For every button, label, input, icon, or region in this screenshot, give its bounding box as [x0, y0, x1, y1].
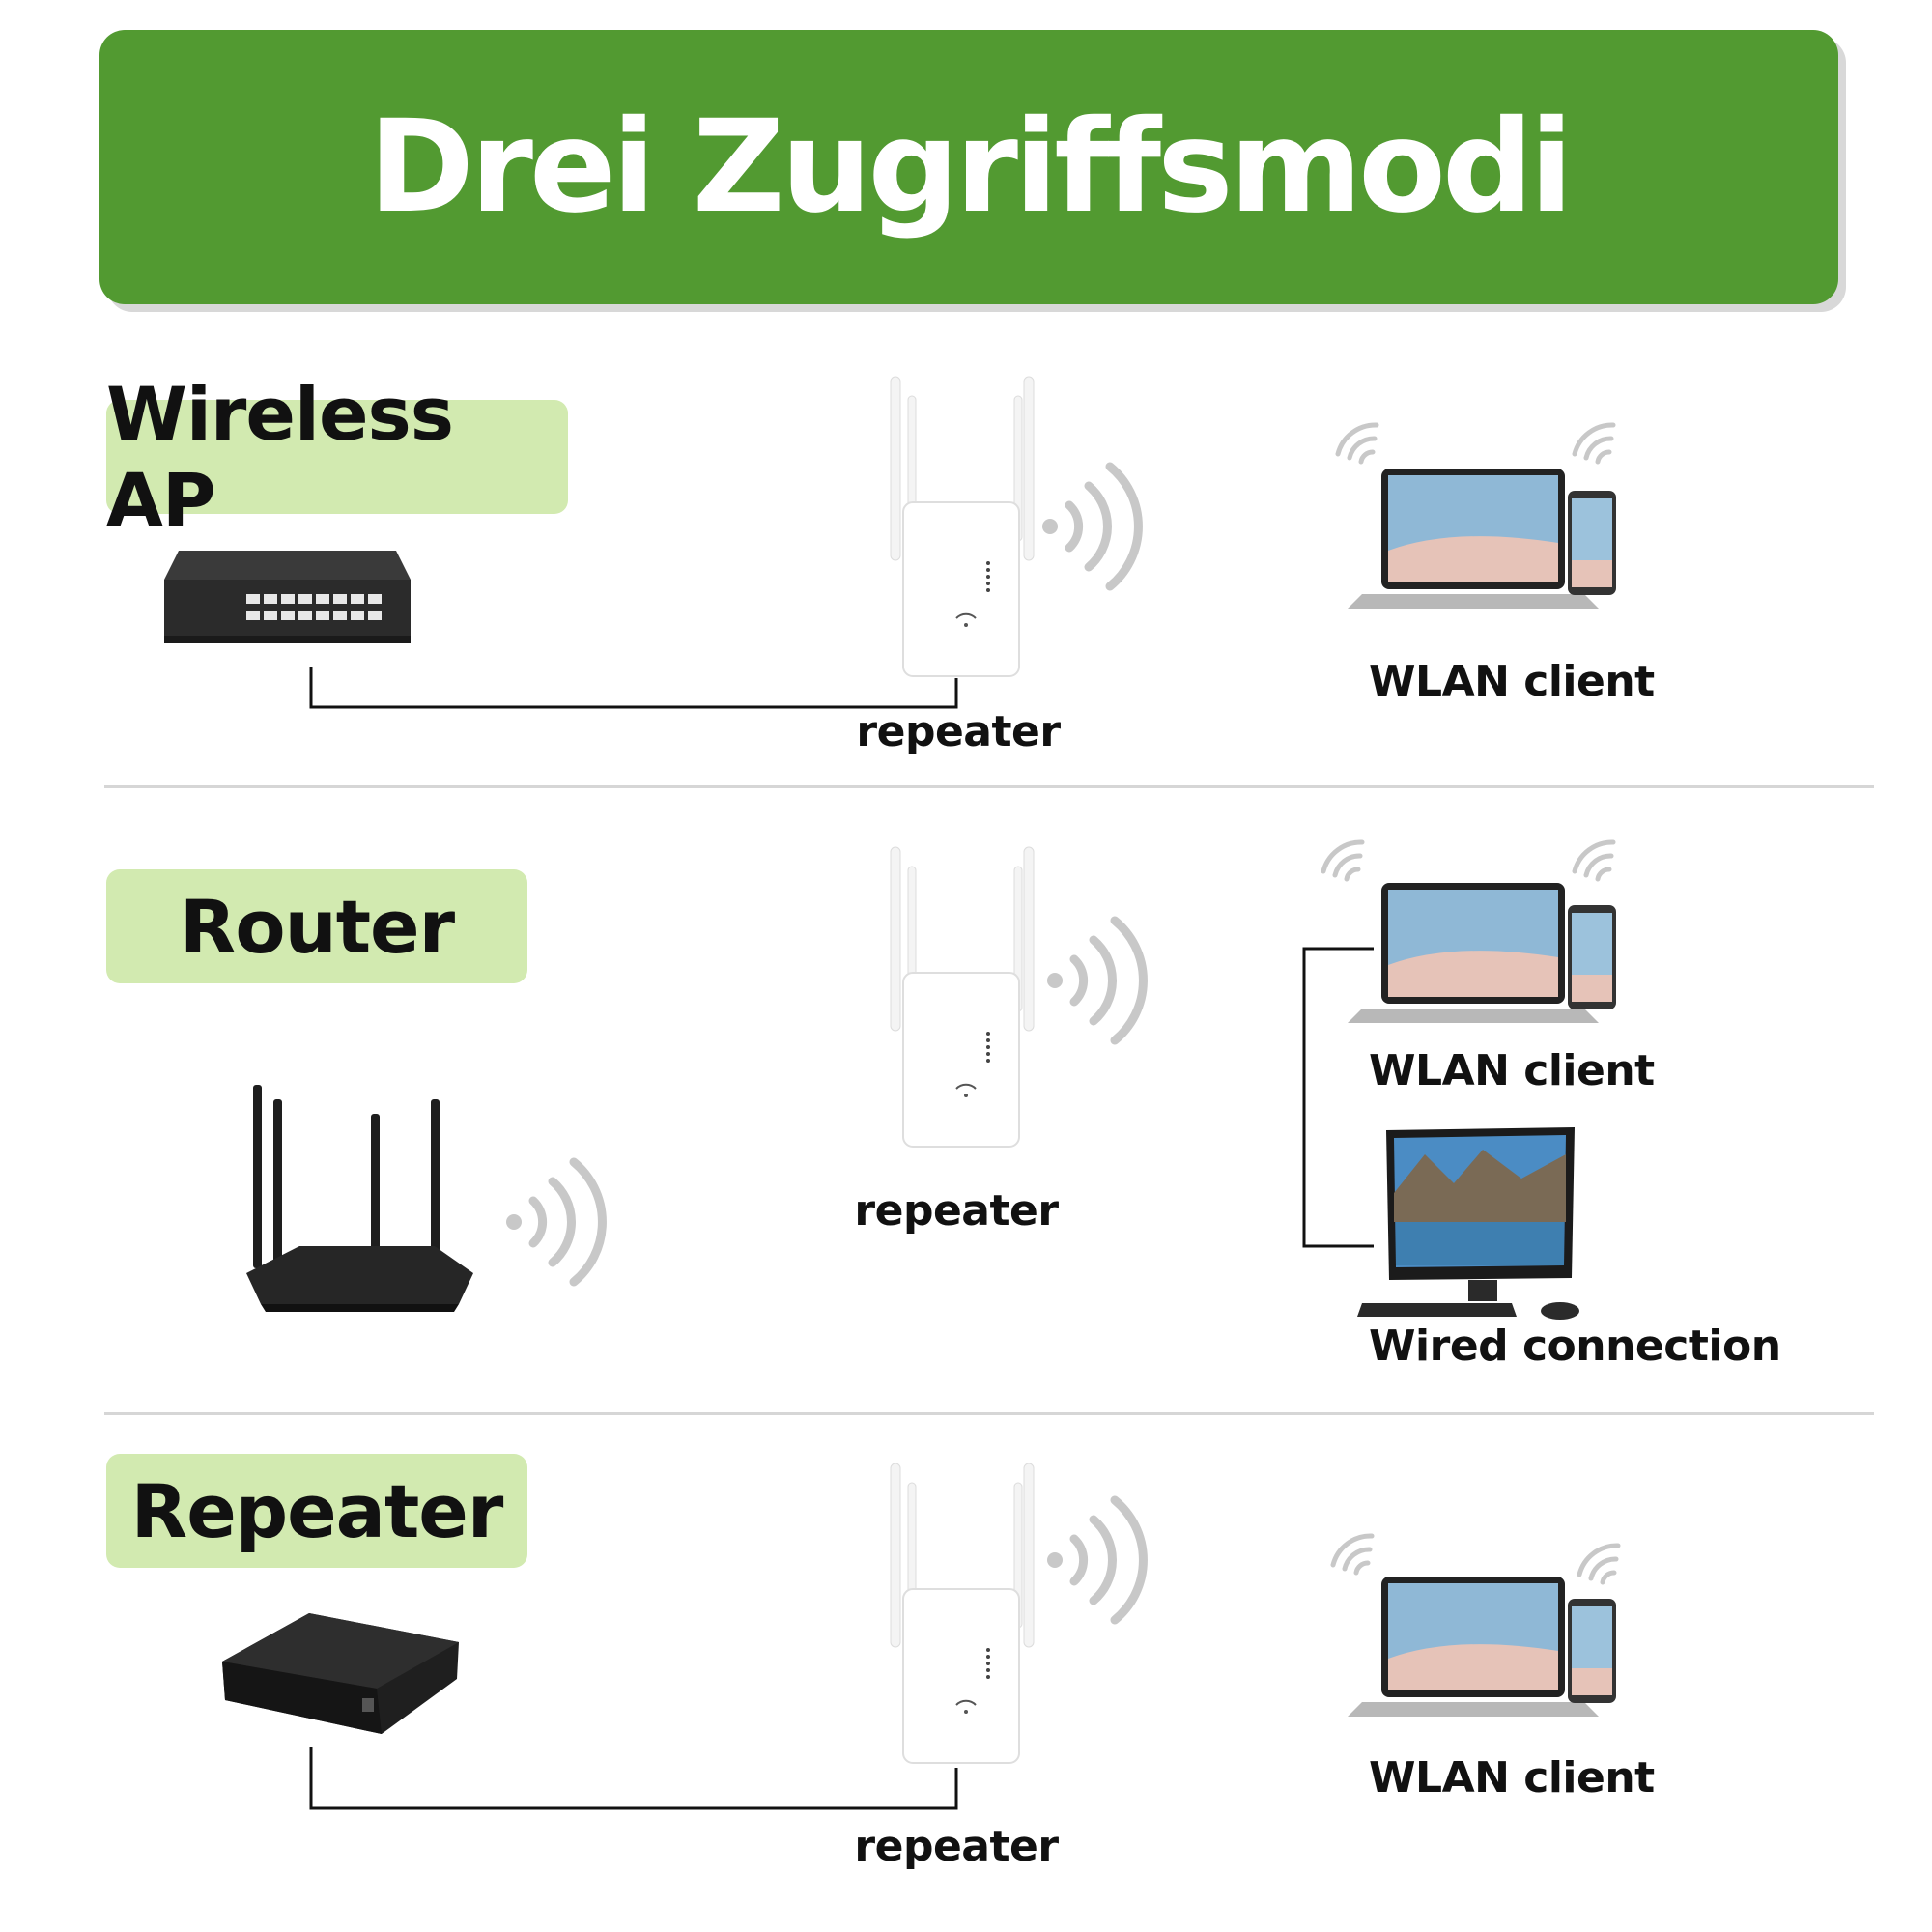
page-title: Drei Zugriffsmodi [368, 93, 1573, 242]
section-divider [104, 785, 1874, 788]
repeater-caption: repeater [854, 1186, 1059, 1236]
modem-box-icon [222, 1613, 459, 1734]
client-caption: WLAN client [1369, 1046, 1655, 1095]
client-caption: WLAN client [1369, 657, 1655, 706]
laptop-phone-icon [1321, 839, 1616, 1023]
repeater-device-icon [890, 376, 1035, 677]
signal-waves-icon [506, 1157, 607, 1287]
client-caption: Wired connection [1369, 1321, 1781, 1371]
title-banner: Drei Zugriffsmodi [99, 30, 1838, 304]
repeater-caption: repeater [856, 707, 1061, 756]
repeater-caption: repeater [854, 1822, 1059, 1871]
desktop-computer-icon [1357, 1127, 1579, 1320]
repeater-device-icon [890, 1463, 1035, 1764]
signal-waves-icon [1047, 916, 1148, 1045]
mode-label-repeater: Repeater [106, 1454, 527, 1568]
section-divider [104, 1412, 1874, 1415]
laptop-phone-icon [1335, 422, 1616, 609]
mode-label-router: Router [106, 869, 527, 983]
signal-waves-icon [1047, 1495, 1148, 1625]
client-caption: WLAN client [1369, 1753, 1655, 1803]
laptop-phone-icon [1330, 1533, 1621, 1717]
repeater-device-icon [890, 846, 1035, 1148]
signal-waves-icon [1042, 462, 1143, 591]
network-switch-icon [164, 551, 411, 643]
wifi-router-icon [246, 1085, 473, 1312]
